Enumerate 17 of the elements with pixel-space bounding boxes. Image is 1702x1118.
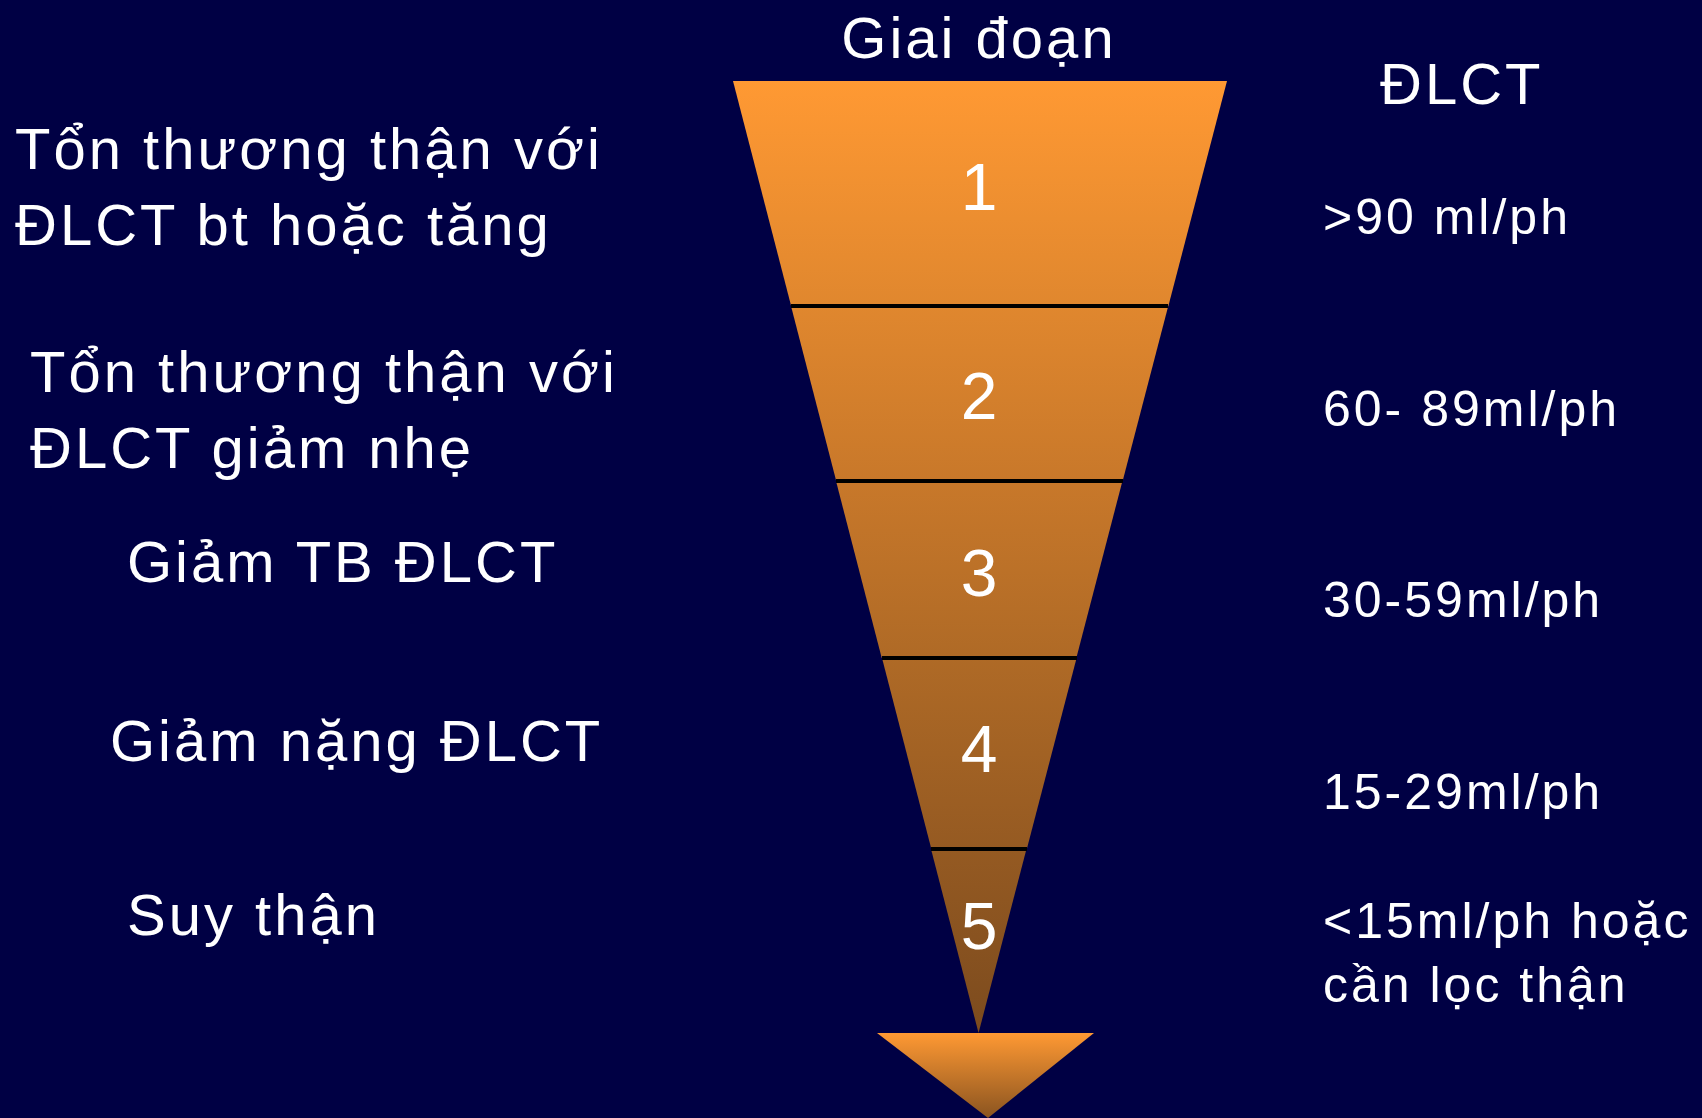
- gfr-value: 30-59ml/ph: [1323, 571, 1605, 630]
- gfr-value: 15-29ml/ph: [1323, 763, 1605, 822]
- stage-number: 2: [960, 363, 998, 429]
- gfr-value: 60- 89ml/ph: [1323, 380, 1622, 439]
- stage-description: Tổn thương thận với ĐLCT giảm nhẹ: [30, 338, 619, 482]
- stage-number: 3: [960, 540, 998, 606]
- column-heading: Giai đoạn: [841, 4, 1117, 72]
- gfr-value: <15ml/ph hoặc cần lọc thận: [1323, 892, 1693, 1015]
- stage-number: 4: [960, 716, 998, 782]
- stage-description: Giảm TB ĐLCT: [127, 528, 560, 596]
- stage-number: 5: [960, 893, 998, 959]
- stage-description: Suy thận: [127, 881, 381, 949]
- stage-description: Giảm nặng ĐLCT: [110, 707, 605, 775]
- gfr-value: >90 ml/ph: [1323, 188, 1572, 247]
- stage-description: Tổn thương thận với ĐLCT bt hoặc tăng: [15, 115, 604, 259]
- stage-number: 1: [960, 154, 998, 220]
- column-heading: ĐLCT: [1380, 50, 1544, 118]
